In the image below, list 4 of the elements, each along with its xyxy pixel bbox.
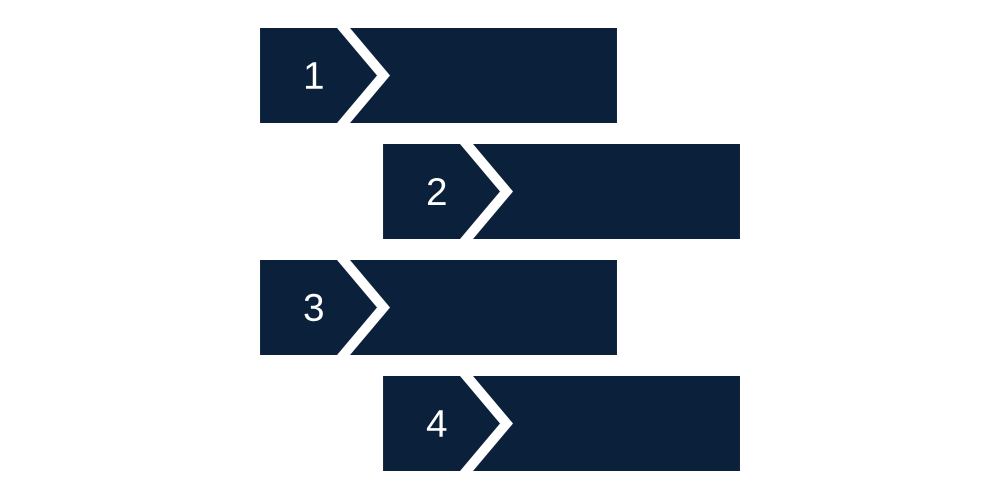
step-bar: 2 <box>383 144 740 239</box>
step-bar: 1 <box>260 28 617 123</box>
step-bar: 4 <box>383 376 740 471</box>
step-bar: 3 <box>260 260 617 355</box>
